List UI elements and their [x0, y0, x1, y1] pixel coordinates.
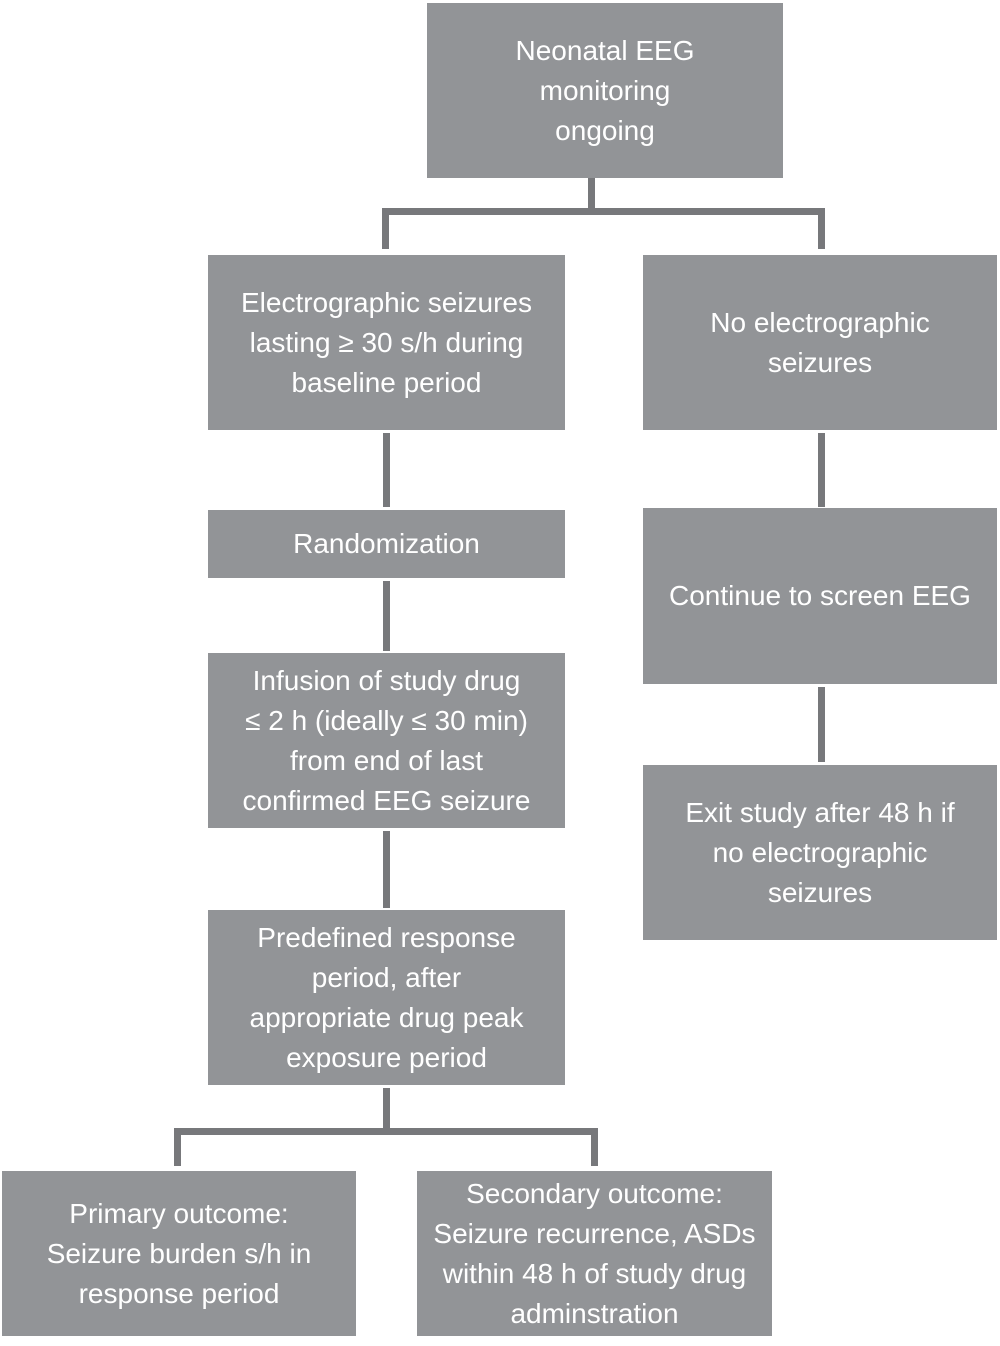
- connector-outcome-right-drop: [591, 1128, 598, 1166]
- flow-node-predefined-response-period-label: Predefined response period, after approp…: [249, 921, 524, 1073]
- connector-outcome-left-drop: [174, 1128, 181, 1166]
- connector-noseizures-continue: [818, 433, 825, 507]
- connector-outcome-horizontal: [174, 1128, 598, 1135]
- flow-node-exit-study: Exit study after 48 h if no electrograph…: [643, 765, 997, 940]
- connector-branch-left-drop: [382, 208, 389, 249]
- flow-node-primary-outcome: Primary outcome: Seizure burden s/h in r…: [2, 1171, 356, 1336]
- flow-node-no-electrographic-seizures-label: No electrographic seizures: [710, 306, 930, 378]
- connector-branch-right-drop: [818, 208, 825, 249]
- flow-node-secondary-outcome-label: Secondary outcome: Seizure recurrence, A…: [433, 1177, 756, 1329]
- connector-seizures-randomization: [383, 433, 390, 507]
- flow-node-exit-study-label: Exit study after 48 h if no electrograph…: [685, 796, 955, 908]
- flow-node-randomization-label: Randomization: [293, 528, 480, 559]
- flow-node-infusion-study-drug-label: Infusion of study drug ≤ 2 h (ideally ≤ …: [242, 664, 531, 816]
- connector-response-stub: [383, 1088, 390, 1135]
- connector-infusion-response: [383, 831, 390, 908]
- flow-node-electrographic-seizures: Electrographic seizures lasting ≥ 30 s/h…: [208, 255, 565, 430]
- connector-branch-horizontal: [382, 208, 825, 215]
- flow-node-predefined-response-period: Predefined response period, after approp…: [208, 910, 565, 1085]
- flow-node-continue-screen-eeg: Continue to screen EEG: [643, 508, 997, 684]
- flow-node-neonatal-eeg-monitoring-label: Neonatal EEG monitoring ongoing: [515, 34, 695, 146]
- flow-node-continue-screen-eeg-label: Continue to screen EEG: [669, 580, 971, 611]
- flow-node-no-electrographic-seizures: No electrographic seizures: [643, 255, 997, 430]
- flow-node-neonatal-eeg-monitoring: Neonatal EEG monitoring ongoing: [427, 3, 783, 178]
- connector-continue-exit: [818, 687, 825, 762]
- flow-node-secondary-outcome: Secondary outcome: Seizure recurrence, A…: [417, 1171, 772, 1336]
- flow-node-electrographic-seizures-label: Electrographic seizures lasting ≥ 30 s/h…: [240, 286, 533, 398]
- flow-node-randomization: Randomization: [208, 510, 565, 578]
- flow-node-primary-outcome-label: Primary outcome: Seizure burden s/h in r…: [46, 1197, 312, 1309]
- connector-root-stub: [588, 178, 595, 215]
- connector-randomization-infusion: [383, 581, 390, 651]
- flow-node-infusion-study-drug: Infusion of study drug ≤ 2 h (ideally ≤ …: [208, 653, 565, 828]
